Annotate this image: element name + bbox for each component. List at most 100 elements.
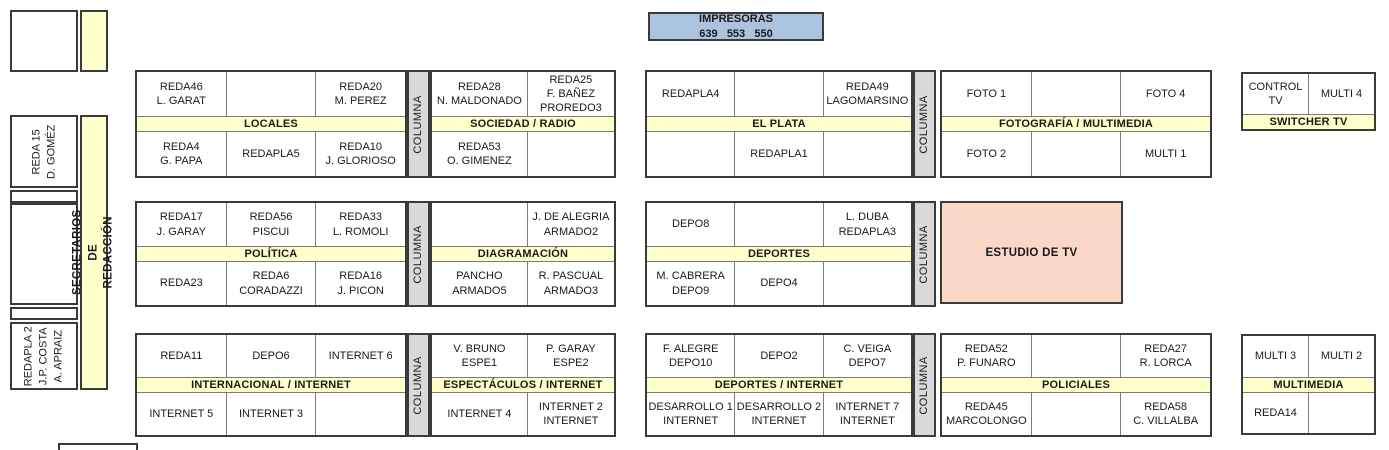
desk-cell: R. PASCUAL ARMADO3 — [527, 262, 614, 305]
section-label: DIAGRAMACIÓN — [432, 247, 614, 261]
desk-cell: INTERNET 2 INTERNET — [527, 393, 614, 435]
section-label: INTERNACIONAL / INTERNET — [137, 378, 405, 392]
desk-cell: REDA33 L. ROMOLI — [316, 203, 405, 246]
desk-cell: REDA16 J. PICON — [316, 262, 405, 305]
desk-cell — [647, 132, 735, 176]
desk-cell — [735, 72, 823, 116]
desk-redapla2-label: REDAPLA 2 J.P. COSTA A. APRAIZ — [22, 326, 65, 386]
desk-cell — [1309, 392, 1374, 433]
section-label: FOTOGRAFÍA / MULTIMEDIA — [942, 117, 1210, 131]
desk-cell: REDAPLA4 — [647, 72, 735, 116]
desk-cell: REDA14 — [1243, 392, 1308, 433]
desk-cell: REDA17 J. GARAY — [137, 203, 226, 246]
columna-label: COLUMNA — [918, 94, 931, 154]
desk-cell: MULTI 4 — [1309, 74, 1374, 114]
desk-cell: REDA49 LAGOMARSINO — [823, 72, 911, 116]
desk-cell: CONTROL TV — [1243, 74, 1308, 114]
desk-cell: REDA4 G. PAPA — [137, 132, 226, 176]
columna-label: COLUMNA — [918, 224, 931, 284]
columna-strip-5: COLUMNA — [407, 333, 430, 437]
desk-cell: INTERNET 5 — [137, 393, 226, 435]
desk-cell: REDA6 CORADAZZI — [226, 262, 316, 305]
desk-cell: INTERNET 6 — [316, 335, 405, 377]
desk-cell: MULTI 1 — [1121, 132, 1210, 176]
desk-cell: REDA28 N. MALDONADO — [432, 72, 527, 116]
desk-cell: DEPO2 — [735, 335, 823, 377]
desk-cell: REDA53 O. GIMENEZ — [432, 132, 527, 176]
desk-cell: DEPO4 — [735, 262, 823, 305]
desk-cell: F. ALEGRE DEPO10 — [647, 335, 735, 377]
desk-cell: L. DUBA REDAPLA3 — [823, 203, 911, 246]
section-label: LOCALES — [137, 117, 405, 131]
columna-strip-1: COLUMNA — [407, 70, 430, 178]
desk-cell: PANCHO ARMADO5 — [432, 262, 527, 305]
secretarios-de-redaccion-bar: SECRETARIOS DE REDACCIÓN — [72, 115, 115, 390]
desk-cell: REDA58 C. VILLALBA — [1121, 393, 1210, 435]
desk-cell: REDA27 R. LORCA — [1121, 335, 1210, 377]
desk-cell — [432, 203, 527, 246]
columna-strip-3: COLUMNA — [407, 201, 430, 307]
desk-cell: J. DE ALEGRIA ARMADO2 — [527, 203, 614, 246]
section-label: SOCIEDAD / RADIO — [432, 117, 614, 131]
top-left-box — [10, 10, 78, 72]
desk-cell — [823, 132, 911, 176]
desk-cell: REDA20 M. PEREZ — [316, 72, 405, 116]
desk-reda15: REDA 15 D. GOMÉZ — [10, 115, 78, 188]
secretarios-label: SECRETARIOS DE REDACCIÓN — [71, 209, 115, 296]
desk-cell — [823, 262, 911, 305]
desk-cell: REDA52 P. FUNARO — [942, 335, 1031, 377]
desk-cell: REDA10 J. GLORIOSO — [316, 132, 405, 176]
desk-cell: C. VEIGA DEPO7 — [823, 335, 911, 377]
desk-cell: REDAPLA5 — [226, 132, 316, 176]
columna-strip-6: COLUMNA — [913, 333, 936, 437]
desk-cell: REDAPLA1 — [735, 132, 823, 176]
estudio-de-tv-label: ESTUDIO DE TV — [985, 246, 1078, 259]
desk-cell — [1031, 72, 1121, 116]
columna-label: COLUMNA — [412, 94, 425, 154]
desk-cell: INTERNET 3 — [226, 393, 316, 435]
section-label: EL PLATA — [647, 117, 911, 131]
estudio-de-tv: ESTUDIO DE TV — [940, 201, 1123, 304]
desk-cell: FOTO 4 — [1121, 72, 1210, 116]
section-label: SWITCHER TV — [1243, 115, 1374, 129]
desk-cell: REDA11 — [137, 335, 226, 377]
desk-cell: M. CABRERA DEPO9 — [647, 262, 735, 305]
desk-reda15-label: REDA 15 D. GOMÉZ — [30, 124, 57, 179]
columna-label: COLUMNA — [412, 355, 425, 415]
desk-redapla2: REDAPLA 2 J.P. COSTA A. APRAIZ — [10, 322, 78, 390]
left-empty-box-tall — [10, 203, 78, 305]
section-label: DEPORTES / INTERNET — [647, 378, 911, 392]
printers-numbers: 639 553 550 — [699, 27, 773, 40]
desk-cell — [527, 132, 614, 176]
desk-cell: DEPO6 — [226, 335, 316, 377]
columna-strip-4: COLUMNA — [913, 201, 936, 307]
desk-cell: V. BRUNO ESPE1 — [432, 335, 527, 377]
desk-cell: REDA46 L. GARAT — [137, 72, 226, 116]
desk-cell: DEPO8 — [647, 203, 735, 246]
printers-title: IMPRESORAS — [699, 12, 773, 25]
desk-cell: REDA56 PISCUI — [226, 203, 316, 246]
desk-cell: REDA45 MARCOLONGO — [942, 393, 1031, 435]
desk-cell: MULTI 3 — [1243, 336, 1308, 377]
columna-label: COLUMNA — [412, 224, 425, 284]
section-label: ESPECTÁCULOS / INTERNET — [432, 378, 614, 392]
desk-cell — [226, 72, 316, 116]
desk-cell: REDA25 F. BAÑEZ PROREDO3 — [527, 72, 614, 116]
desk-cell — [1031, 393, 1121, 435]
top-left-yellow-box — [80, 10, 108, 72]
desk-cell — [316, 393, 405, 435]
partial-box-bottom-left — [58, 443, 138, 450]
desk-cell: P. GARAY ESPE2 — [527, 335, 614, 377]
